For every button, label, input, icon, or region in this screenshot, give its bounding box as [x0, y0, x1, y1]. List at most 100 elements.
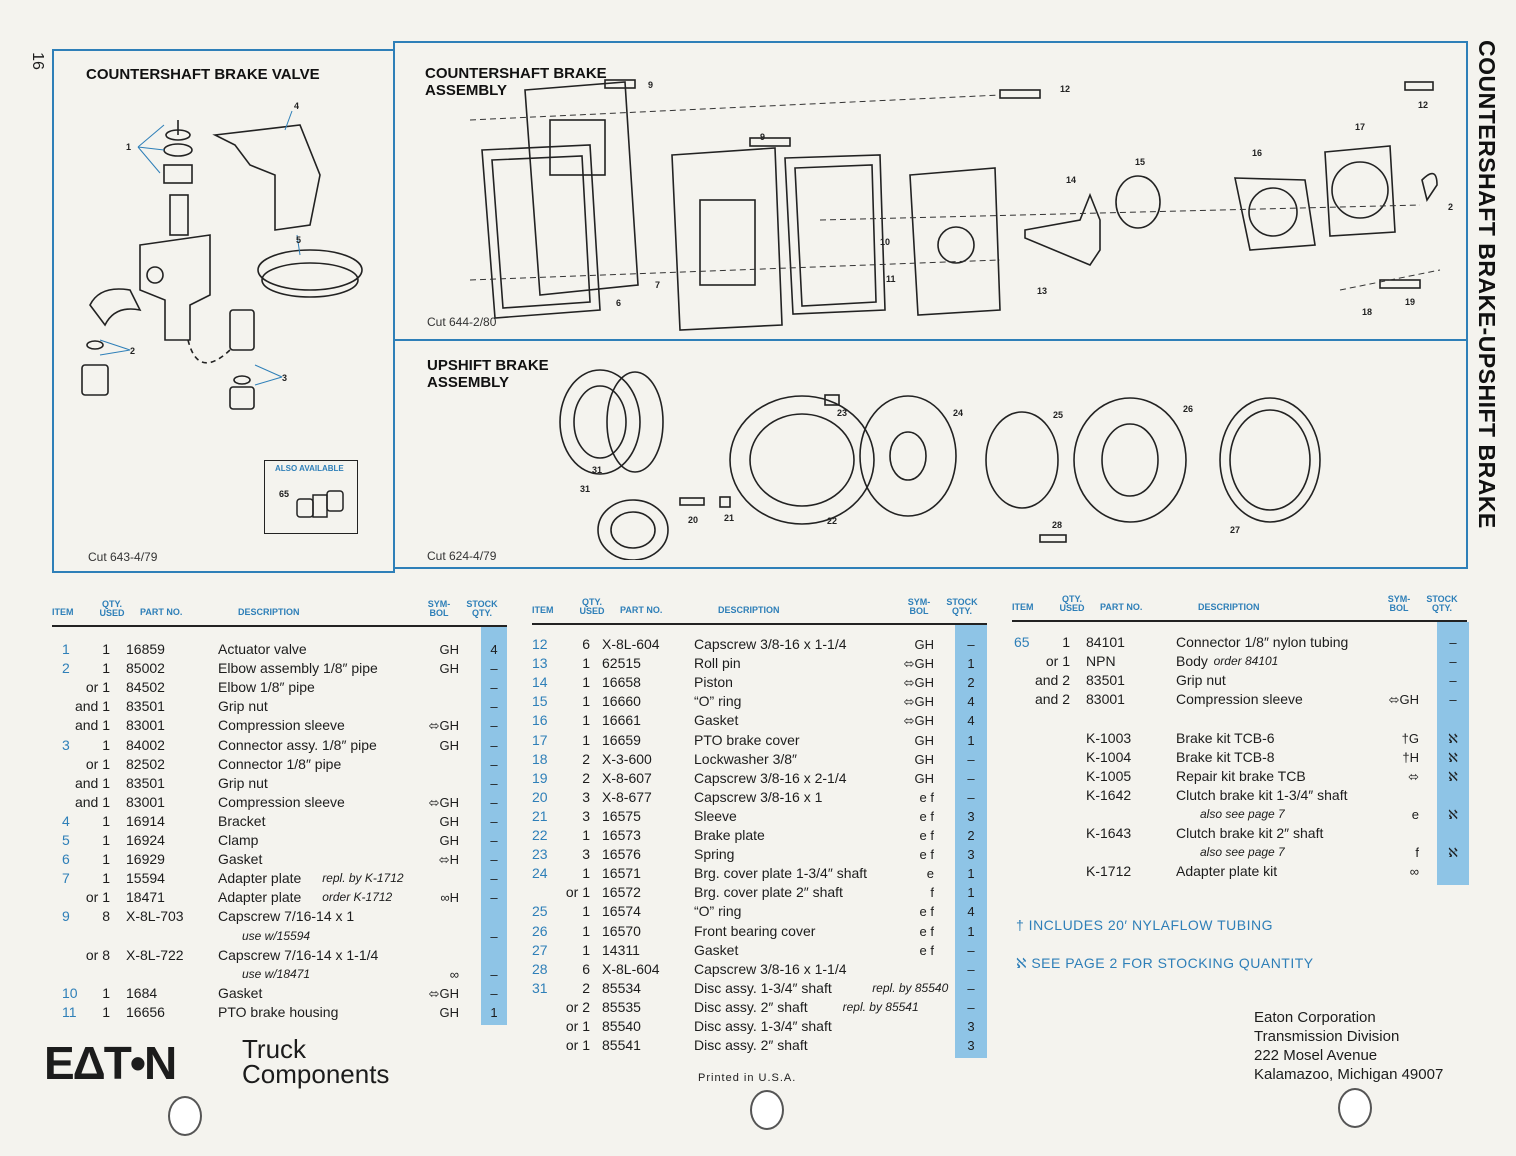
column-header: ITEM — [1012, 603, 1042, 612]
cell-desc: “O” ring — [694, 903, 742, 920]
column-header-text: STOCK — [466, 599, 498, 609]
cell-desc: Disc assy. 2″ shaft — [694, 998, 808, 1015]
callout-label: 5 — [296, 235, 301, 245]
callout-label: 1 — [126, 142, 131, 152]
cell-part: 16572 — [602, 884, 641, 901]
cell-item: 17 — [532, 731, 548, 748]
column-header: DESCRIPTION — [718, 606, 828, 615]
column-header-text: QTY. — [581, 597, 602, 607]
cell-desc: Capscrew 3/8-16 x 1-1/4 — [694, 960, 847, 977]
callout-label: 3 — [282, 373, 287, 383]
cell-qty: 1 — [582, 731, 590, 748]
cell-stock: – — [490, 699, 498, 715]
cell-stock: – — [1449, 692, 1457, 708]
cell-qty: 3 — [582, 807, 590, 824]
footnote-tubing: † INCLUDES 20′ NYLAFLOW TUBING — [1016, 917, 1273, 933]
cell-stock: – — [490, 928, 498, 944]
cell-sym: ⬄GH — [428, 794, 459, 810]
cell-stock: 4 — [967, 713, 975, 729]
cell-stock: 1 — [490, 1004, 498, 1020]
cell-desc: Adapter plate — [218, 889, 302, 906]
cell-part: 16574 — [602, 903, 641, 920]
cell-part: 16661 — [602, 712, 641, 729]
cell-stock: 2 — [967, 828, 975, 843]
column-header-text: BOL — [909, 606, 929, 616]
cell-stock: – — [490, 775, 498, 791]
cell-part: 82502 — [126, 755, 165, 772]
cell-sym: ⬄GH — [903, 656, 934, 672]
cell-desc: Brg. cover plate 1-3/4″ shaft — [694, 865, 868, 882]
cs-assembly-title-1: COUNTERSHAFT BRAKE — [425, 65, 607, 82]
cell-part: 83001 — [1086, 691, 1125, 708]
cell-desc: Disc assy. 1-3/4″ shaft — [694, 1018, 832, 1034]
cell-item: 21 — [532, 807, 548, 824]
callout-label: 31 — [592, 465, 602, 475]
cell-stock: – — [967, 637, 975, 652]
callout-label: 11 — [886, 274, 896, 284]
cell-sym: ⬄GH — [903, 694, 934, 710]
cell-part: X-8L-703 — [126, 908, 184, 925]
logo-line-2: Components — [242, 1059, 390, 1089]
cell-note: also see page 7 — [1200, 845, 1285, 860]
cell-part: 83001 — [126, 793, 165, 810]
cell-stock: 1 — [967, 656, 975, 672]
connector-icon — [296, 490, 344, 518]
cell-desc: Brake plate — [694, 827, 765, 843]
cell-item: 22 — [532, 827, 548, 843]
cell-part: 83001 — [126, 717, 165, 734]
cell-stock: 2 — [967, 675, 975, 691]
cell-qty: 1 — [582, 712, 590, 729]
table1-rule — [52, 625, 507, 627]
cell-qty: or 1 — [1045, 653, 1070, 670]
cell-part: X-8L-722 — [126, 946, 184, 963]
cell-desc: Disc assy. 1-3/4″ shaft — [694, 979, 832, 996]
cell-stock: – — [490, 661, 498, 677]
callout-label: 9 — [648, 80, 653, 90]
column-header-text: BOL — [429, 608, 449, 618]
cell-desc: Compression sleeve — [218, 717, 345, 734]
callout-label: 12 — [1418, 100, 1428, 110]
callout-label: 13 — [1037, 286, 1047, 296]
cell-qty: 1 — [102, 1003, 110, 1020]
cell-desc: Gasket — [218, 984, 263, 1001]
cell-desc: Body — [1176, 653, 1208, 670]
also-available-label: ALSO AVAILABLE — [275, 464, 344, 473]
cell-part: X-3-600 — [602, 750, 652, 767]
cell-qty: and 1 — [74, 717, 110, 734]
cell-stock: – — [490, 737, 498, 753]
upshift-assembly-diagram: 31 31 23 24 25 26 20 21 22 28 27 — [559, 369, 1321, 560]
cell-item: 5 — [62, 832, 70, 848]
cell-sym: e — [1411, 806, 1419, 822]
cell-part: 14311 — [602, 941, 640, 958]
cell-sym: ∞ — [1409, 864, 1419, 880]
cell-qty: 1 — [582, 674, 590, 691]
callout-label: 7 — [655, 280, 660, 290]
cell-sym: ∞ — [449, 966, 459, 982]
column-header-text: QTY. — [1431, 603, 1452, 613]
cell-qty: 1 — [582, 693, 590, 710]
cell-item: 25 — [532, 903, 548, 920]
cell-item: 6 — [62, 851, 70, 868]
cell-qty: and 1 — [74, 793, 110, 810]
cell-desc: Elbow 1/8″ pipe — [218, 679, 315, 696]
cell-sym: ∞H — [440, 890, 459, 906]
cs-assembly-title-2: ASSEMBLY — [425, 82, 507, 99]
cell-part: 62515 — [602, 655, 641, 672]
cell-qty: 1 — [102, 736, 110, 753]
cell-sym: ⬄GH — [428, 718, 459, 734]
cell-qty: 2 — [582, 979, 590, 996]
cell-sym: GH — [439, 1004, 460, 1020]
cell-stock: – — [967, 751, 975, 767]
cell-part: 1684 — [126, 984, 158, 1001]
